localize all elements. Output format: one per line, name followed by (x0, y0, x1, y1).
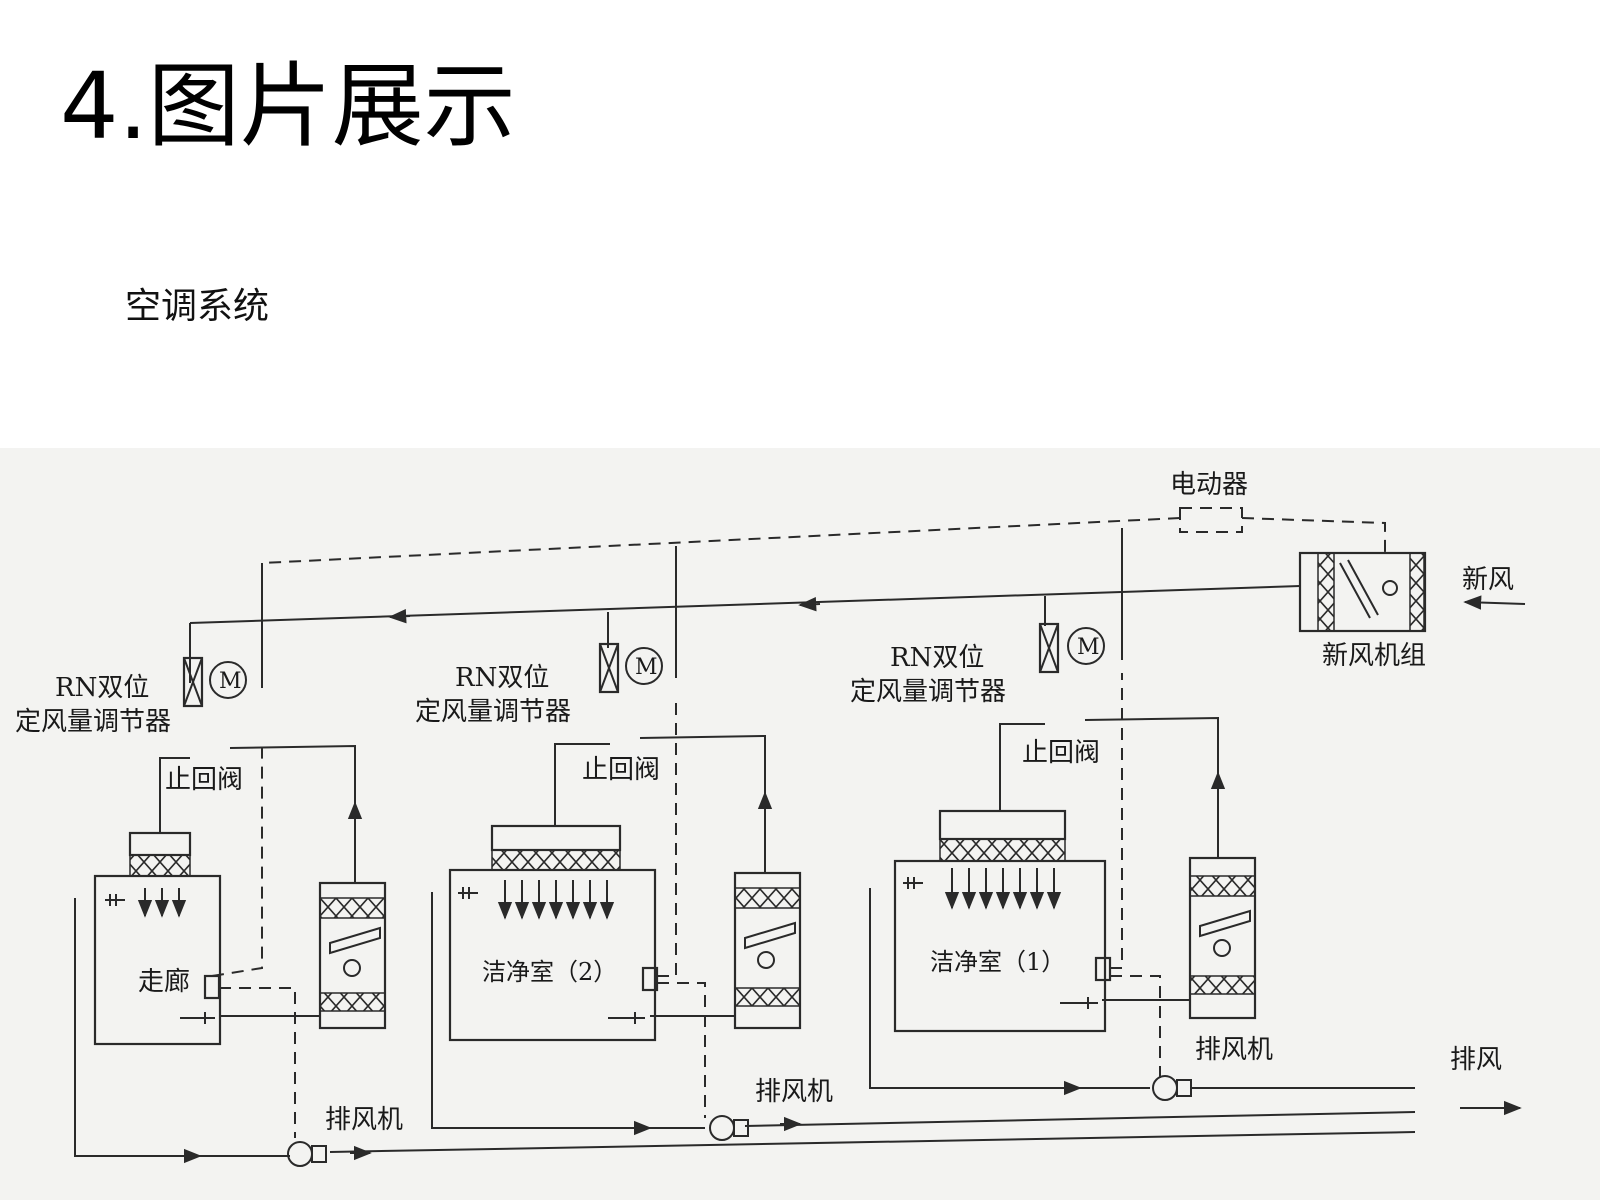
svg-text:M: M (635, 655, 658, 680)
fresh-air-label: 新风 (1462, 565, 1514, 595)
slide-title: 4.图片展示 (60, 53, 516, 160)
check-valve-label-1: 止回阀 (165, 765, 243, 795)
exhaust-fan-3 (1152, 1075, 1192, 1101)
exhaust-fan-label-1: 排风机 (325, 1105, 403, 1135)
clean-room-2-label: 洁净室（2） (482, 958, 617, 986)
zone-clean-room-2 (448, 703, 773, 1118)
exhaust-fan-label-3: 排风机 (1195, 1035, 1273, 1065)
zone-clean-room-1 (893, 673, 1226, 1078)
rn-regulator-2: M (598, 642, 663, 694)
electric-actuator-label: 电动器 (1170, 470, 1248, 500)
check-valve-label-2: 止回阀 (582, 755, 660, 785)
regulator-2-label-line1: RN双位 (455, 663, 549, 693)
electric-actuator (1179, 507, 1243, 533)
exhaust-fan-label-2: 排风机 (755, 1077, 833, 1107)
exhaust-air-label: 排风 (1450, 1045, 1502, 1075)
svg-text:M: M (1077, 635, 1100, 660)
clean-room-1-label: 洁净室（1） (930, 948, 1065, 976)
regulator-3-label-line1: RN双位 (890, 643, 984, 673)
svg-text:M: M (219, 669, 242, 694)
actuator-control-lines (261, 517, 1386, 688)
regulator-3-label-line2: 定风量调节器 (850, 677, 1006, 707)
rn-regulator-1: M (182, 656, 247, 708)
fresh-air-unit (1298, 551, 1427, 633)
exhaust-fan-1 (287, 1141, 327, 1167)
hvac-diagram-svg: 新风 新风机组 电动器 排风 (0, 448, 1600, 1200)
fresh-air-inlet-arrow (1463, 595, 1526, 610)
hvac-diagram: 新风 新风机组 电动器 排风 (0, 448, 1600, 1200)
check-valve-label-3: 止回阀 (1022, 738, 1100, 768)
fresh-air-unit-label: 新风机组 (1322, 641, 1426, 671)
fresh-air-main-duct (189, 585, 1301, 683)
exhaust-cabinet-2 (733, 871, 802, 1030)
zone-corridor (93, 744, 363, 1138)
exhaust-fan-2 (709, 1115, 749, 1141)
corridor-label: 走廊 (138, 967, 190, 997)
regulator-1-label-line1: RN双位 (55, 673, 149, 703)
regulator-1-label-line2: 定风量调节器 (15, 707, 171, 737)
exhaust-cabinet-1 (318, 881, 387, 1030)
slide-subtitle: 空调系统 (125, 286, 270, 327)
rn-regulator-3: M (1038, 622, 1105, 674)
exhaust-main-lines (74, 888, 1522, 1164)
exhaust-cabinet-3 (1188, 856, 1257, 1020)
regulator-2-label-line2: 定风量调节器 (415, 697, 571, 727)
